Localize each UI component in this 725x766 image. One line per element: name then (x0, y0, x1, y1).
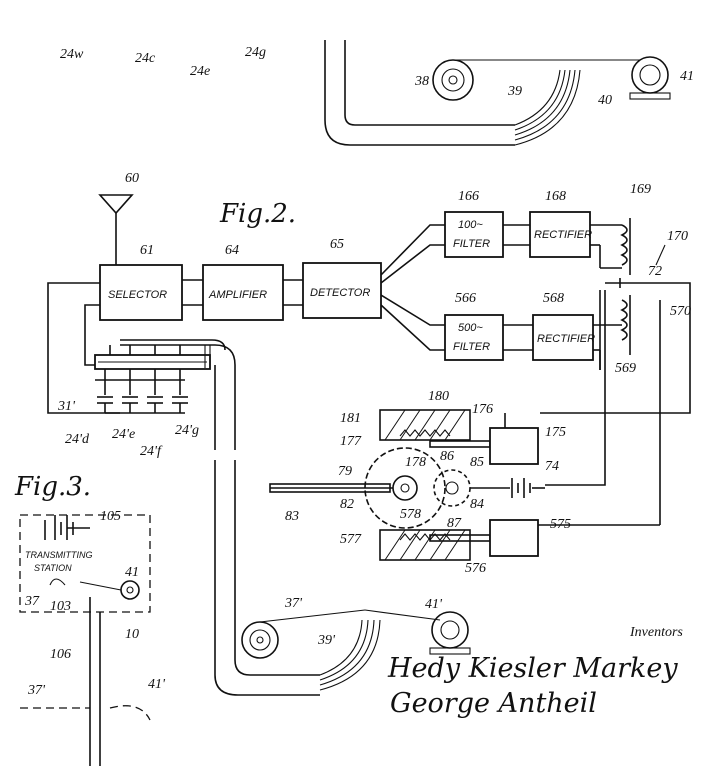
label-79: 79 (338, 464, 352, 479)
label-24e: 24e (190, 64, 210, 79)
label-24w: 24w (60, 47, 84, 62)
label-82: 82 (340, 497, 354, 512)
label-65: 65 (330, 237, 344, 252)
filter-500-block (444, 314, 504, 361)
contact-bank-31p (94, 345, 211, 414)
detector-label: DETECTOR (310, 287, 370, 299)
signature-name-1: Hedy Kiesler Markey (387, 653, 678, 684)
antenna-icon (98, 194, 134, 265)
filter-100-line2: FILTER (453, 238, 490, 250)
relay-coil-169 (590, 218, 631, 275)
detector-block (302, 262, 382, 319)
filter-100-block (444, 211, 504, 258)
transmitting-station-line1: TRANSMITTING (25, 550, 93, 560)
label-24pf: 24'f (140, 444, 163, 459)
label-103: 103 (50, 599, 71, 614)
filter-100-line1: 100~ (458, 219, 483, 231)
label-10: 10 (125, 627, 139, 642)
battery-icon (470, 478, 545, 498)
label-578: 578 (400, 507, 421, 522)
label-568: 568 (543, 291, 564, 306)
amplifier-block (202, 264, 284, 321)
transmitting-station-line2: STATION (34, 563, 72, 573)
label-37: 37 (24, 594, 40, 609)
hatched-block-top (379, 409, 471, 441)
gear-assembly (269, 447, 471, 529)
label-60: 60 (125, 171, 139, 186)
relay-armature-72 (605, 278, 668, 288)
label-84: 84 (470, 497, 484, 512)
label-85: 85 (470, 455, 484, 470)
label-24c: 24c (135, 51, 156, 66)
label-24pg: 24'g (175, 423, 199, 438)
label-105: 105 (100, 509, 121, 524)
label-37p-left: 37' (27, 683, 46, 698)
figure-2-title: Fig.2. (219, 199, 296, 229)
label-576: 576 (465, 561, 486, 576)
label-178: 178 (405, 455, 426, 470)
label-24g: 24g (245, 45, 266, 60)
label-41p: 41' (425, 597, 443, 612)
amplifier-label: AMPLIFIER (208, 289, 267, 301)
figure-3-title: Fig.3. (14, 472, 91, 502)
label-169: 169 (630, 182, 651, 197)
label-39: 39 (507, 84, 522, 99)
label-175: 175 (545, 425, 566, 440)
tape-cable-tube (120, 339, 320, 696)
top-partial-labels: 24w 24c 24e 24g (60, 45, 266, 79)
selector-label: SELECTOR (108, 289, 167, 301)
label-177: 177 (340, 434, 362, 449)
label-176: 176 (472, 402, 493, 417)
rectifier-top-block (529, 211, 591, 258)
signature-name-2: George Antheil (390, 688, 597, 719)
label-166: 166 (458, 189, 479, 204)
label-31p: 31' (57, 399, 76, 414)
label-87: 87 (447, 516, 462, 531)
label-570: 570 (670, 304, 691, 319)
inventors-caption: Inventors (629, 625, 683, 640)
label-37p: 37' (284, 596, 303, 611)
label-41p-left: 41' (148, 677, 166, 692)
filter-500-line1: 500~ (458, 322, 483, 334)
label-41-top: 41 (680, 69, 694, 84)
label-64: 64 (225, 243, 239, 258)
transmitting-station-box (19, 514, 151, 766)
label-74: 74 (545, 459, 559, 474)
label-170: 170 (667, 229, 688, 244)
label-83: 83 (285, 509, 299, 524)
label-24pd: 24'd (65, 432, 90, 447)
selector-block (99, 264, 183, 321)
bottom-tape-mechanism (241, 609, 471, 691)
rectifier-bottom-label: RECTIFIER (537, 333, 595, 345)
label-39p: 39' (317, 633, 336, 648)
label-106: 106 (50, 647, 71, 662)
label-86: 86 (440, 449, 454, 464)
label-41: 41 (125, 565, 139, 580)
label-569: 569 (615, 361, 636, 376)
label-61: 61 (140, 243, 154, 258)
solenoid-175 (429, 413, 539, 465)
label-181: 181 (340, 411, 361, 426)
solenoid-575 (429, 519, 660, 557)
label-180: 180 (428, 389, 449, 404)
filter-500-line2: FILTER (453, 341, 490, 353)
hatched-block-bottom (379, 529, 471, 561)
label-24pe: 24'e (112, 427, 135, 442)
relay-coil-569 (593, 295, 631, 370)
rectifier-top-label: RECTIFIER (534, 229, 592, 241)
label-575: 575 (550, 517, 571, 532)
top-tape-mechanism: 38 39 40 41 (324, 40, 694, 146)
label-168: 168 (545, 189, 566, 204)
label-72: 72 (648, 264, 662, 279)
label-38: 38 (414, 74, 429, 89)
label-566: 566 (455, 291, 476, 306)
rectifier-bottom-block (532, 314, 594, 361)
label-40: 40 (598, 93, 612, 108)
label-577: 577 (340, 532, 362, 547)
